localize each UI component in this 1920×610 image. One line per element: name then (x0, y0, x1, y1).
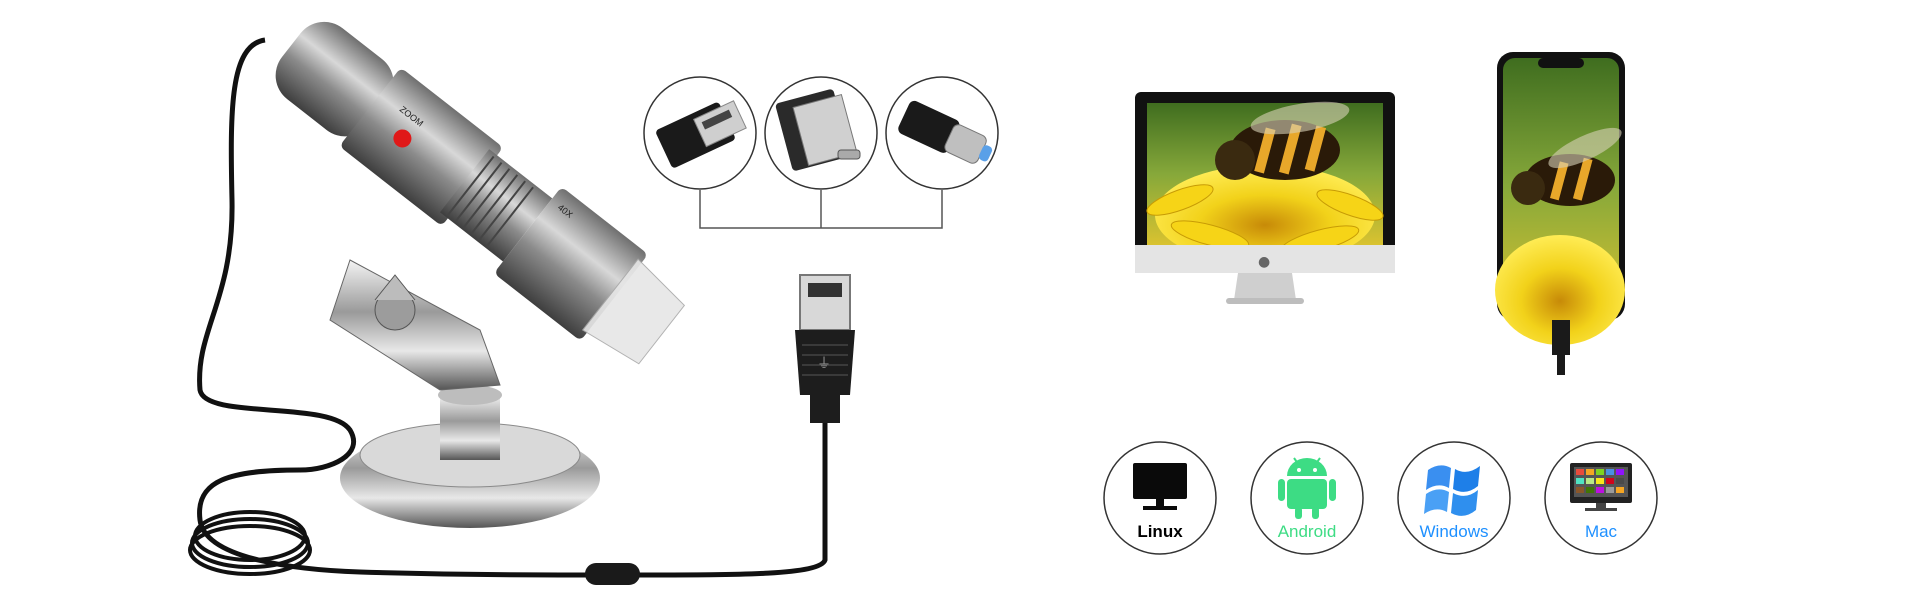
usb-microscope: ZOOM 40X (188, 21, 828, 585)
os-badge-android: Android (1250, 441, 1364, 555)
adapter-usb-a (643, 76, 757, 190)
adapter-micro-usb (764, 76, 878, 190)
windows-logo-icon (1424, 465, 1480, 516)
zoom-button[interactable] (390, 126, 415, 151)
desktop-computer: ● (1135, 92, 1395, 304)
cable-coil (188, 510, 312, 576)
microscope-cable (197, 37, 828, 578)
bee-image (1215, 101, 1350, 180)
bee-image (1511, 127, 1622, 206)
inline-led-switch[interactable] (585, 563, 640, 585)
adapter-usb-c (885, 76, 999, 190)
android-robot-icon (1278, 457, 1336, 519)
os-label-android: Android (1278, 522, 1337, 541)
os-badge-mac: Mac (1544, 441, 1658, 555)
os-badge-linux: Linux (1103, 441, 1217, 555)
monitor-icon (1133, 463, 1187, 510)
apple-logo-icon: ● (1258, 254, 1270, 270)
mac-monitor-icon (1570, 463, 1632, 511)
svg-text:⏚: ⏚ (817, 356, 831, 372)
adapter-options (643, 76, 999, 229)
smartphone (1495, 52, 1625, 375)
os-badge-windows: Windows (1397, 441, 1511, 555)
os-label-windows: Windows (1420, 522, 1489, 541)
os-label-linux: Linux (1137, 522, 1183, 541)
stand-arm (329, 259, 501, 391)
usb-a-plug: ⏚ (795, 274, 855, 423)
os-label-mac: Mac (1585, 522, 1618, 541)
